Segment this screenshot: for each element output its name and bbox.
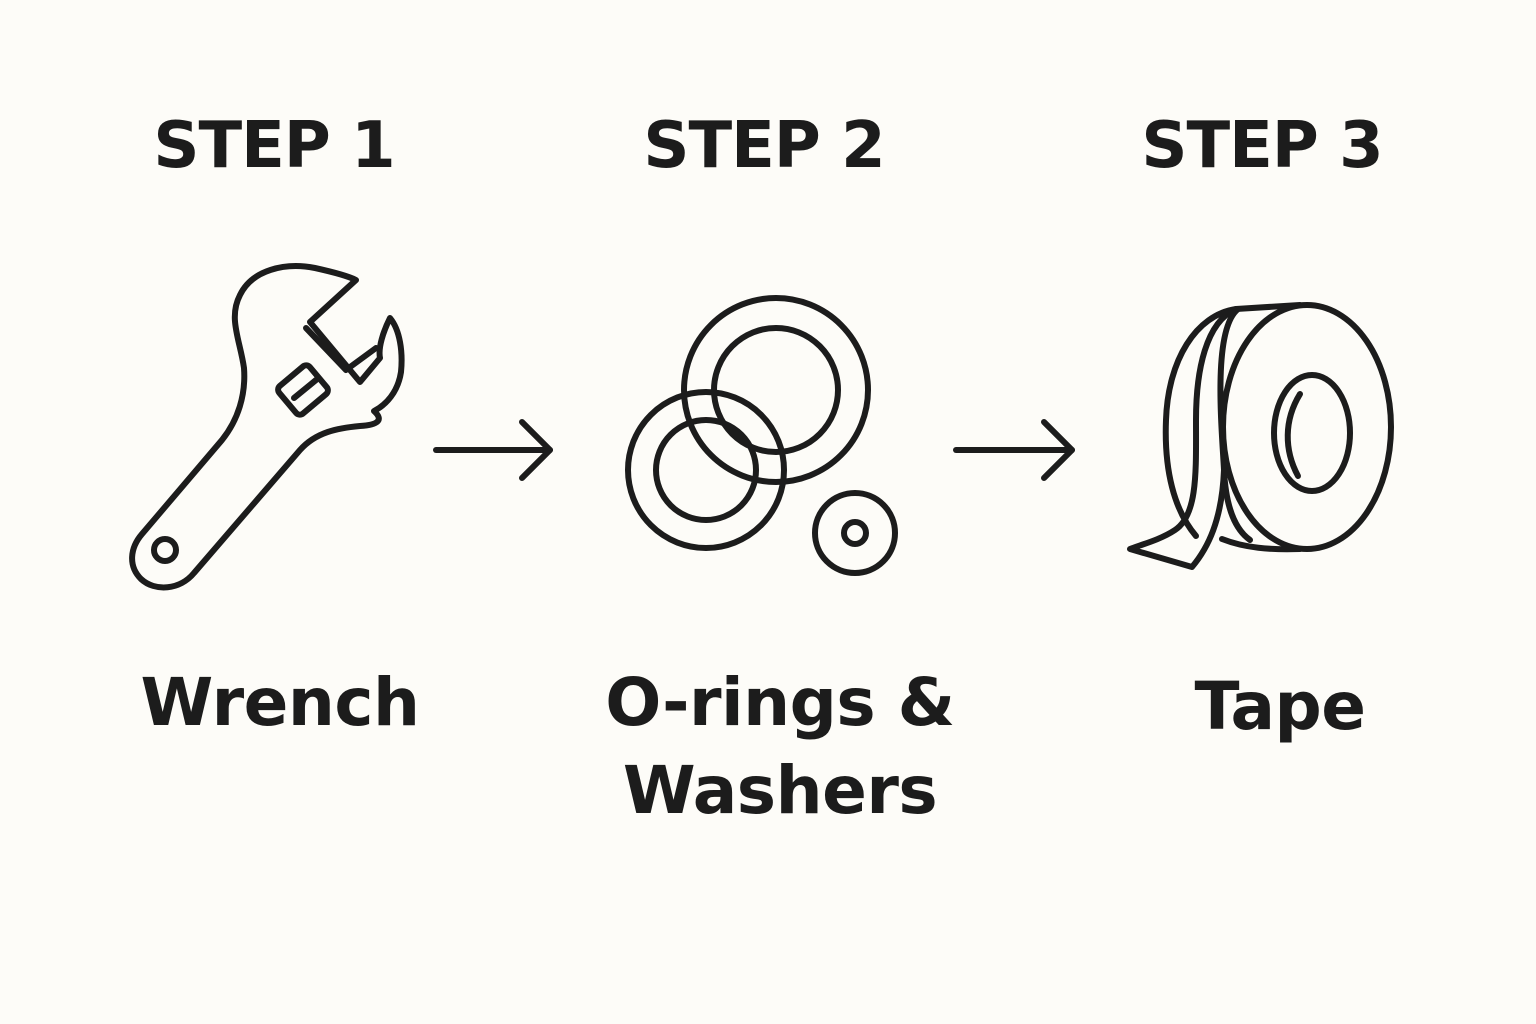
front-o-ring-outer xyxy=(625,389,787,551)
tape-core-outer xyxy=(1271,372,1353,494)
wrench-hanging-hole xyxy=(151,536,179,564)
tape-roll-front xyxy=(1220,302,1394,552)
step-3-title: STEP 3 xyxy=(1141,109,1383,183)
tape-roll-back-curve xyxy=(1217,306,1253,543)
wrench-adjust-knob xyxy=(275,362,331,418)
tape-core-inner-edge xyxy=(1284,391,1303,479)
tape-roll-body xyxy=(1162,302,1303,539)
step-2-label-line-1: O-rings & xyxy=(605,664,955,741)
step-2-label-line-2: Washers xyxy=(622,752,938,829)
small-washer-inner xyxy=(841,519,869,547)
wrench-knob-slot xyxy=(291,377,319,401)
step-1-label: Wrench xyxy=(140,664,420,741)
front-o-ring-inner xyxy=(653,417,759,523)
step-2-title: STEP 2 xyxy=(643,109,885,183)
tape-roll-bottom xyxy=(1219,536,1303,553)
wrench-jaw-line xyxy=(303,325,379,373)
wrench-outline xyxy=(129,263,405,591)
step-3-label: Tape xyxy=(1194,668,1366,745)
step-1-title: STEP 1 xyxy=(153,109,395,183)
small-washer-outer xyxy=(812,490,898,576)
large-o-ring-outer xyxy=(681,295,871,485)
tape-unrolled-strip xyxy=(1127,306,1239,570)
